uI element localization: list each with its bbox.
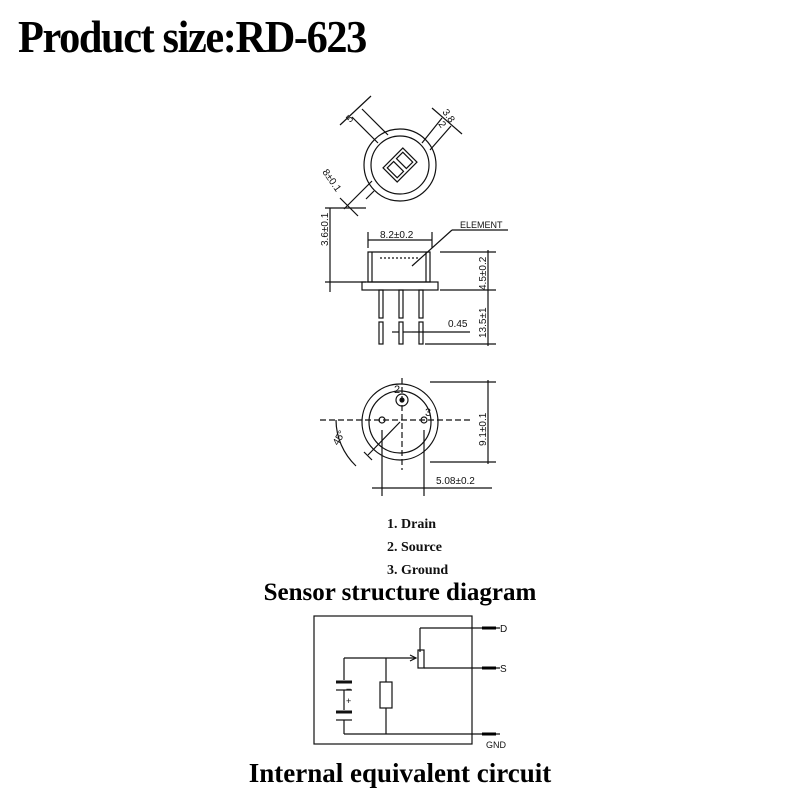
dim-pin-width: 0.45: [448, 319, 468, 330]
dim-small2: 2: [436, 119, 448, 130]
side-view: [325, 207, 508, 346]
sensor-flange: [361, 281, 439, 291]
fet-body: [417, 649, 425, 669]
cap-minus: −: [346, 684, 351, 694]
circuit-caption: Internal equivalent circuit: [248, 758, 552, 788]
cap-plus: +: [346, 696, 351, 706]
pin-3-number: 3: [425, 407, 431, 419]
dim-body-width: 8.2±0.2: [380, 230, 414, 241]
top-view: [339, 95, 463, 217]
dim-height: 9.1±0.1: [478, 412, 489, 446]
pin-2-number: 2: [394, 384, 400, 396]
sensor-body: [367, 251, 431, 283]
top-view-inner-circle: [370, 135, 430, 195]
structure-caption: Sensor structure diagram: [263, 579, 537, 606]
page-title: Product size:RD-623: [18, 11, 367, 62]
pin-label-ground: 3. Ground: [387, 563, 449, 578]
label-d: D: [500, 624, 507, 635]
pin-label-drain: 1. Drain: [387, 517, 436, 532]
dim-body-height: 4.5±0.2: [478, 256, 489, 290]
circuit-box: [313, 615, 473, 745]
bottom-view-inner-circle: [368, 390, 432, 454]
orientation-tab: [365, 190, 375, 200]
top-view-outer-circle: [363, 128, 437, 202]
bottom-view: [320, 378, 496, 496]
resistor: [379, 681, 393, 709]
pin-label-source: 2. Source: [387, 540, 442, 555]
equivalent-circuit: [313, 615, 500, 745]
label-gnd: GND: [486, 740, 507, 750]
label-s: S: [500, 664, 507, 675]
bottom-view-outer-circle: [361, 383, 439, 461]
dim-pin-spacing: 5.08±0.2: [436, 476, 475, 487]
dim-angle: 45°: [331, 429, 348, 448]
element-label: ELEMENT: [460, 220, 503, 230]
dim-pin-length: 13.5±1: [478, 307, 489, 338]
sensor-element: [382, 147, 418, 183]
dim-diameter: 8±0.1: [320, 167, 344, 194]
dim-total-height: 3.6±0.1: [320, 212, 331, 246]
